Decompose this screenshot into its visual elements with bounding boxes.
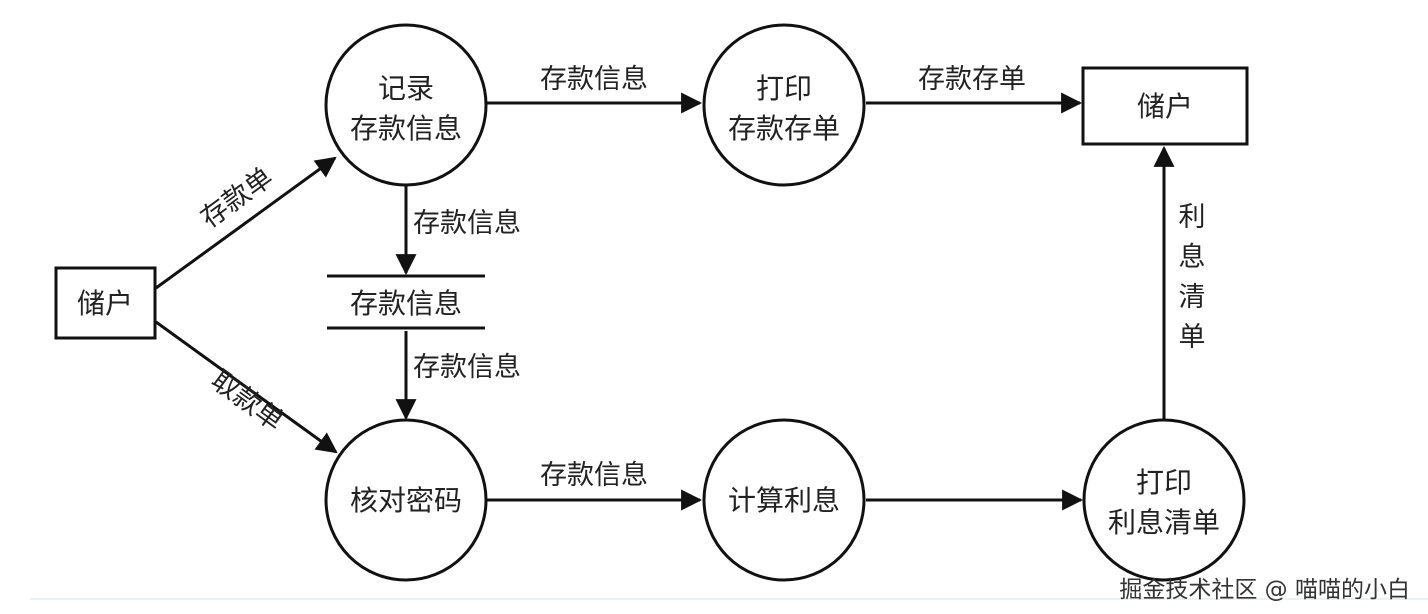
- depositor-right-box: [1081, 66, 1249, 146]
- verify-to-calc-label: 存款信息: [540, 460, 648, 491]
- datastore-label: 存款信息: [350, 287, 462, 320]
- print-receipt-label-line2: 存款存单: [728, 112, 840, 145]
- record-to-store-label: 存款信息: [413, 208, 521, 239]
- depositor-right-label: 储户: [1137, 90, 1193, 123]
- store-to-verify-label: 存款信息: [413, 352, 521, 383]
- calc-interest-process: [702, 418, 866, 582]
- edge-withdraw-slip: [155, 320, 338, 454]
- depositor-left-label: 储户: [77, 287, 133, 320]
- calc-interest-label: 计算利息: [728, 484, 840, 517]
- edge-deposit-slip: [155, 156, 337, 290]
- interest-list-char-2: 息: [1179, 242, 1206, 273]
- record-label-line2: 存款信息: [350, 112, 462, 145]
- print-interest-list-process: [1082, 418, 1246, 582]
- bottom-divider: [30, 598, 1428, 600]
- record-deposit-process: [324, 23, 488, 187]
- print-receipt-label-line1: 打印: [756, 72, 812, 105]
- print-to-depositor-label: 存款存单: [918, 64, 1026, 95]
- print-list-label-line1: 打印: [1136, 466, 1192, 499]
- print-list-label-line2: 利息清单: [1108, 506, 1220, 539]
- withdraw-slip-label: 取款单: [205, 365, 289, 438]
- verify-password-process: [324, 418, 488, 582]
- depositor-left-box: [54, 266, 157, 340]
- watermark: 掘金技术社区 @ 喵喵的小白: [1119, 577, 1410, 603]
- interest-list-char-3: 清: [1179, 282, 1206, 313]
- record-label-line1: 记录: [378, 72, 434, 105]
- record-to-print-label: 存款信息: [540, 64, 648, 95]
- print-receipt-process: [702, 23, 866, 187]
- deposit-slip-label: 存款单: [195, 162, 279, 235]
- verify-password-label: 核对密码: [350, 484, 462, 517]
- interest-list-char-4: 单: [1179, 322, 1206, 353]
- interest-list-char-1: 利: [1179, 202, 1206, 233]
